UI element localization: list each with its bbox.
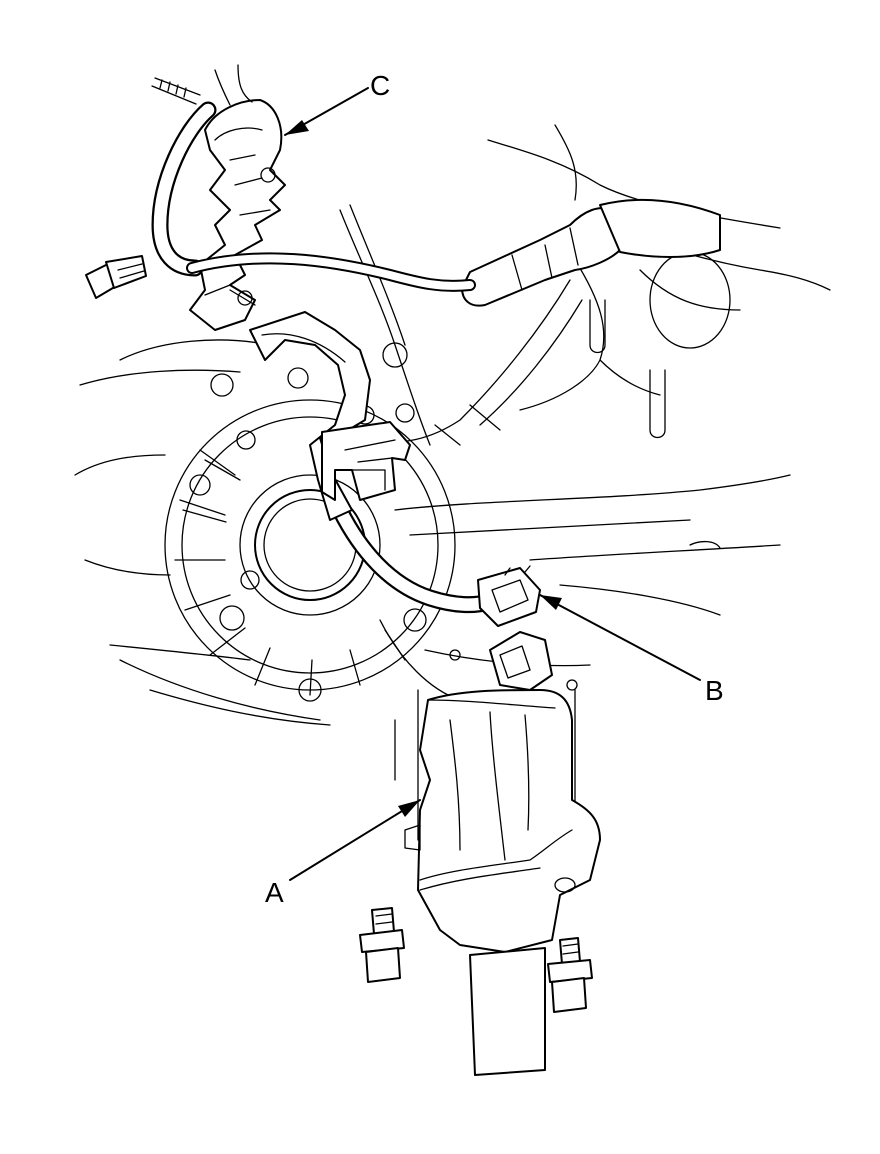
- speed-sensor: [461, 198, 721, 307]
- hose-clamp: [321, 421, 411, 501]
- mating-connector: [489, 631, 553, 691]
- transmission-housing: [74, 124, 831, 841]
- harness-strap: [249, 311, 371, 521]
- bolt-lower-left: [359, 907, 405, 983]
- callout-b: B: [539, 594, 724, 706]
- callout-a-label: A: [265, 877, 284, 908]
- bolt-lower-right: [547, 937, 593, 1013]
- connector-b: [477, 565, 541, 627]
- wire-harness: [151, 101, 497, 614]
- mounting-bolt-left: [85, 255, 147, 299]
- cover-a: [404, 689, 601, 1076]
- harness-bracket-c: [189, 99, 286, 331]
- callout-c-label: C: [370, 70, 390, 101]
- wire-stud-top: [151, 64, 253, 106]
- callout-b-label: B: [705, 675, 724, 706]
- callout-c: C: [284, 70, 390, 136]
- callout-a: A: [265, 799, 421, 908]
